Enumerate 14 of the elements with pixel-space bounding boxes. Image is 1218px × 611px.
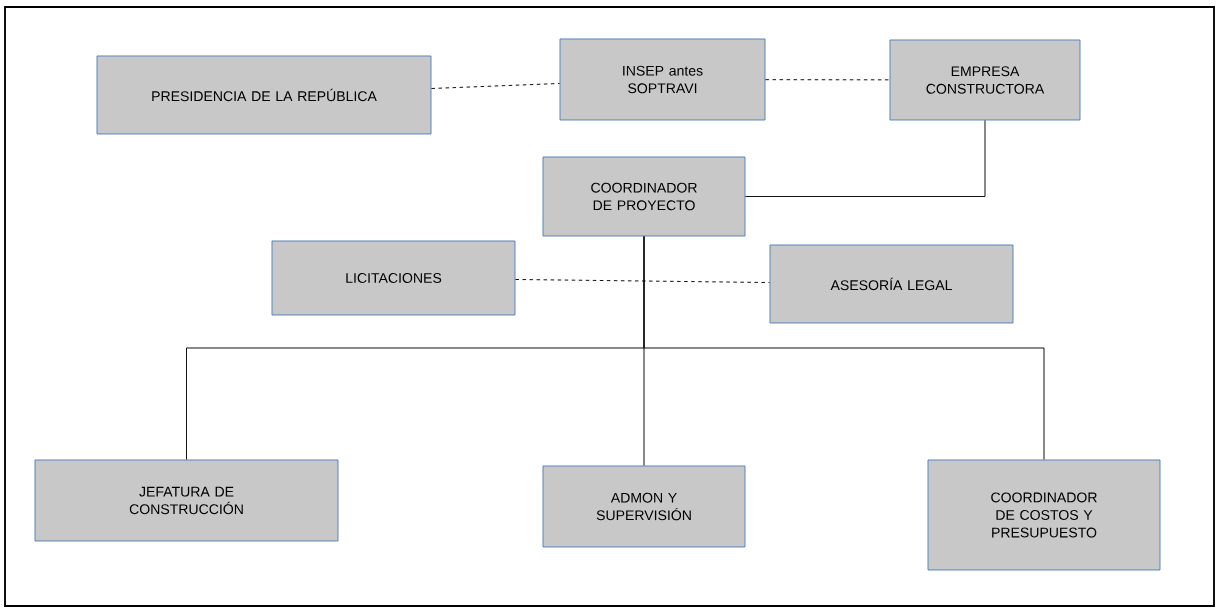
- org-box: PRESIDENCIA DE LA REPÚBLICA: [96, 55, 432, 135]
- connector-line: [515, 279, 770, 283]
- connector-line: [431, 83, 560, 89]
- org-box: ASESORÍA LEGAL: [769, 244, 1014, 324]
- org-box: ADMON Y SUPERVISIÓN: [542, 465, 746, 548]
- org-box: INSEP antes SOPTRAVI: [559, 38, 766, 121]
- connector-line: [765, 79, 890, 81]
- org-box: LICITACIONES: [271, 240, 516, 316]
- org-box: COORDINADOR DE COSTOS Y PRESUPUESTO: [927, 459, 1161, 571]
- org-box: EMPRESA CONSTRUCTORA: [889, 39, 1081, 121]
- org-box: COORDINADOR DE PROYECTO: [542, 156, 746, 237]
- connector-line: [745, 120, 986, 197]
- org-box: JEFATURA DE CONSTRUCCIÓN: [34, 459, 339, 542]
- connector-line: [643, 236, 1045, 460]
